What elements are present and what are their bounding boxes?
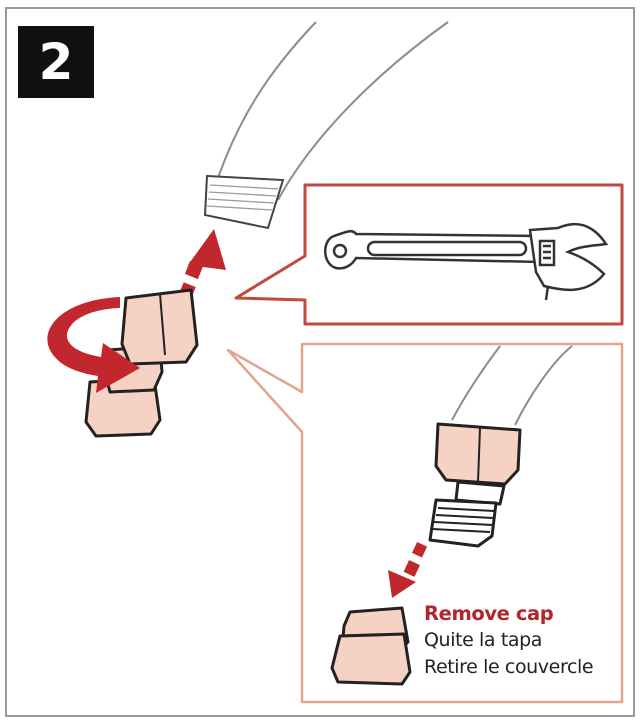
instruction-english: Remove cap xyxy=(424,602,554,625)
instruction-spanish: Quite la tapa xyxy=(424,629,543,651)
step-number-badge: 2 xyxy=(18,26,94,98)
detail-callout xyxy=(226,342,624,704)
removed-cap xyxy=(330,606,412,686)
instruction-french: Retire le couvercle xyxy=(424,656,594,678)
counterclockwise-arrow-icon xyxy=(47,297,140,393)
fitting-detail xyxy=(428,422,522,548)
instruction-caption: Remove cap Quite la tapa Retire le couve… xyxy=(424,600,624,681)
arrow-down-icon xyxy=(388,542,428,598)
hose-detail xyxy=(451,345,573,426)
hose-top xyxy=(212,21,449,201)
hose-thread-end xyxy=(203,174,285,230)
adjustable-wrench-icon xyxy=(324,222,609,301)
